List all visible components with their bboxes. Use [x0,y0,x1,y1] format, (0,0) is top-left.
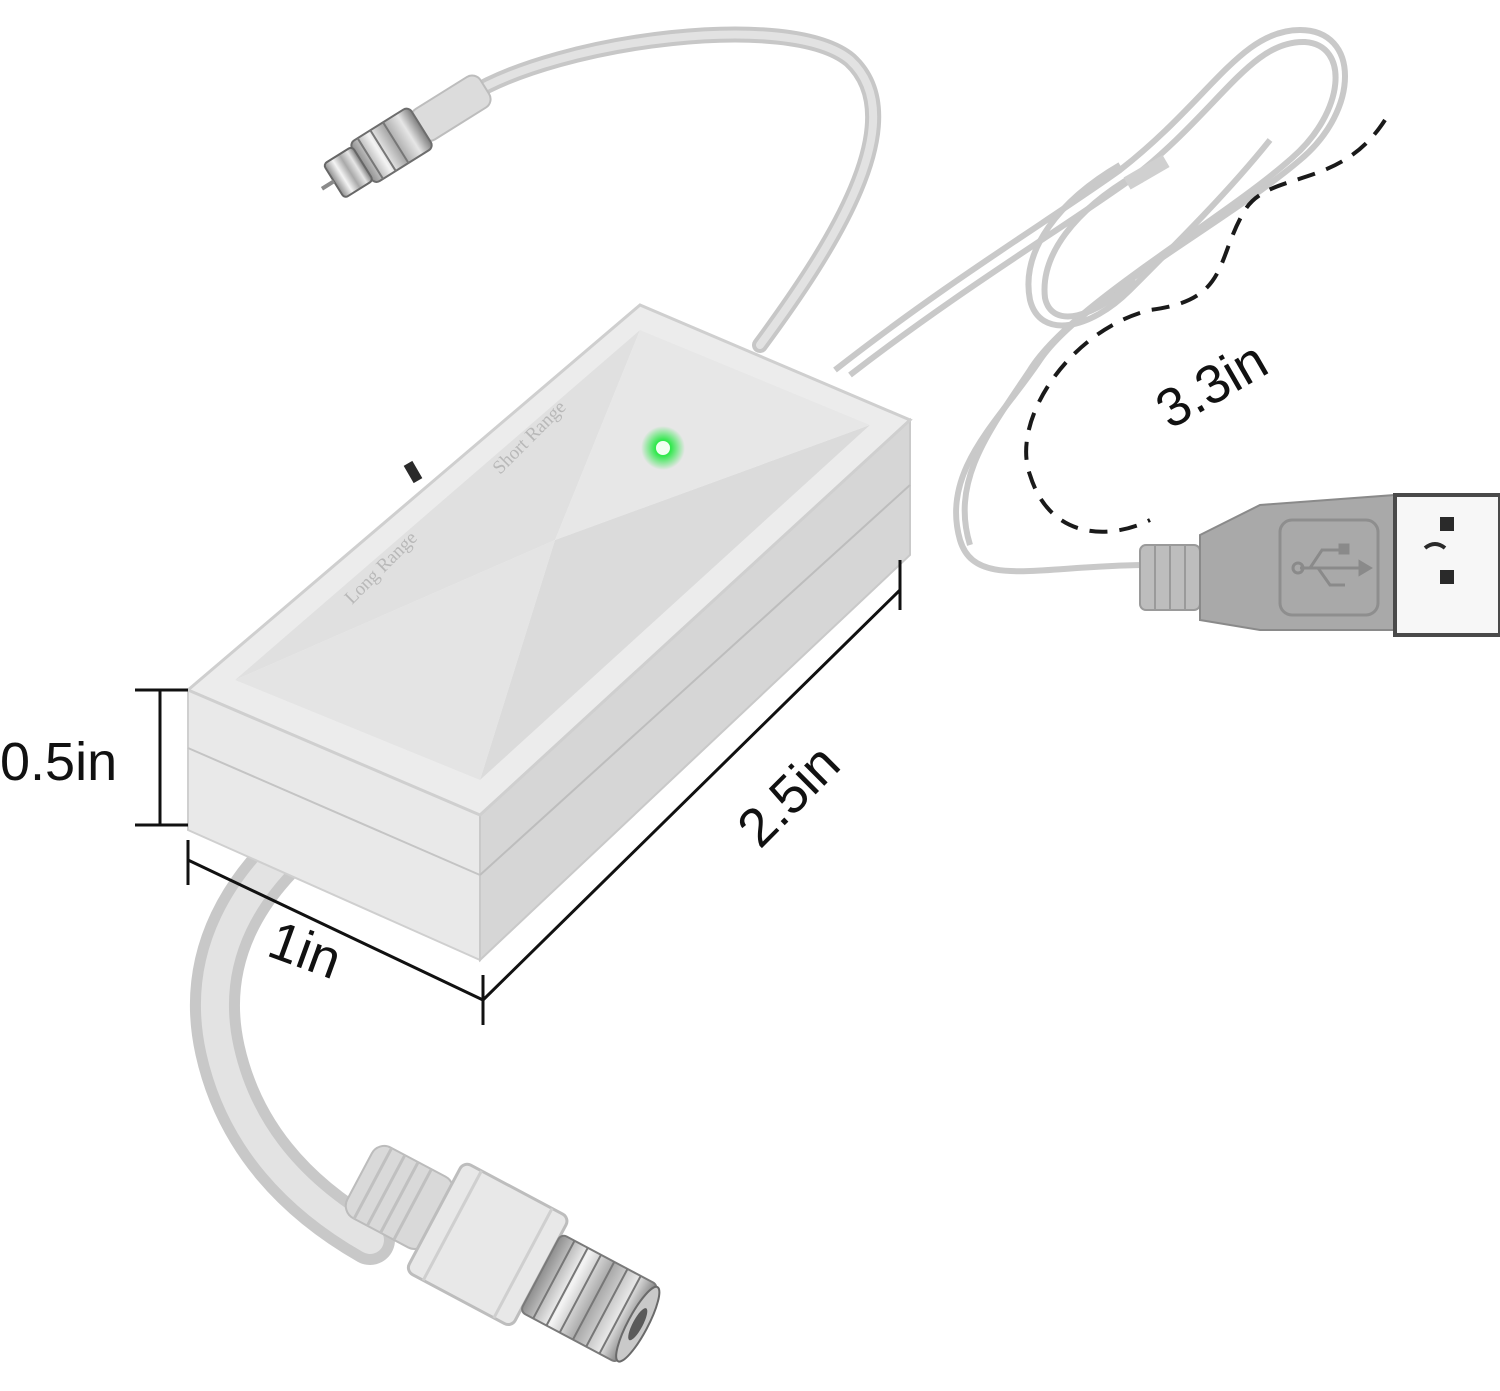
bottom-coax-cable [189,790,395,1265]
top-f-connector [320,74,492,198]
cable-length-indicator [1024,118,1387,534]
height-dimension-label: 0.5in [0,732,117,792]
cable-tie [1123,154,1170,190]
dimension-lines [135,560,902,1025]
width-dimension-label: 1in [261,910,349,991]
top-coax-cable [462,26,882,353]
usb-plug [1139,493,1500,637]
usb-cable [833,26,1348,575]
bottom-f-connector [344,1144,661,1363]
cable-length-dimension-label: 3.3in [1146,330,1277,441]
amplifier-body: Long Range Short Range [185,303,913,963]
length-dimension-label: 2.5in [726,733,851,858]
usb-icon [1291,543,1373,587]
